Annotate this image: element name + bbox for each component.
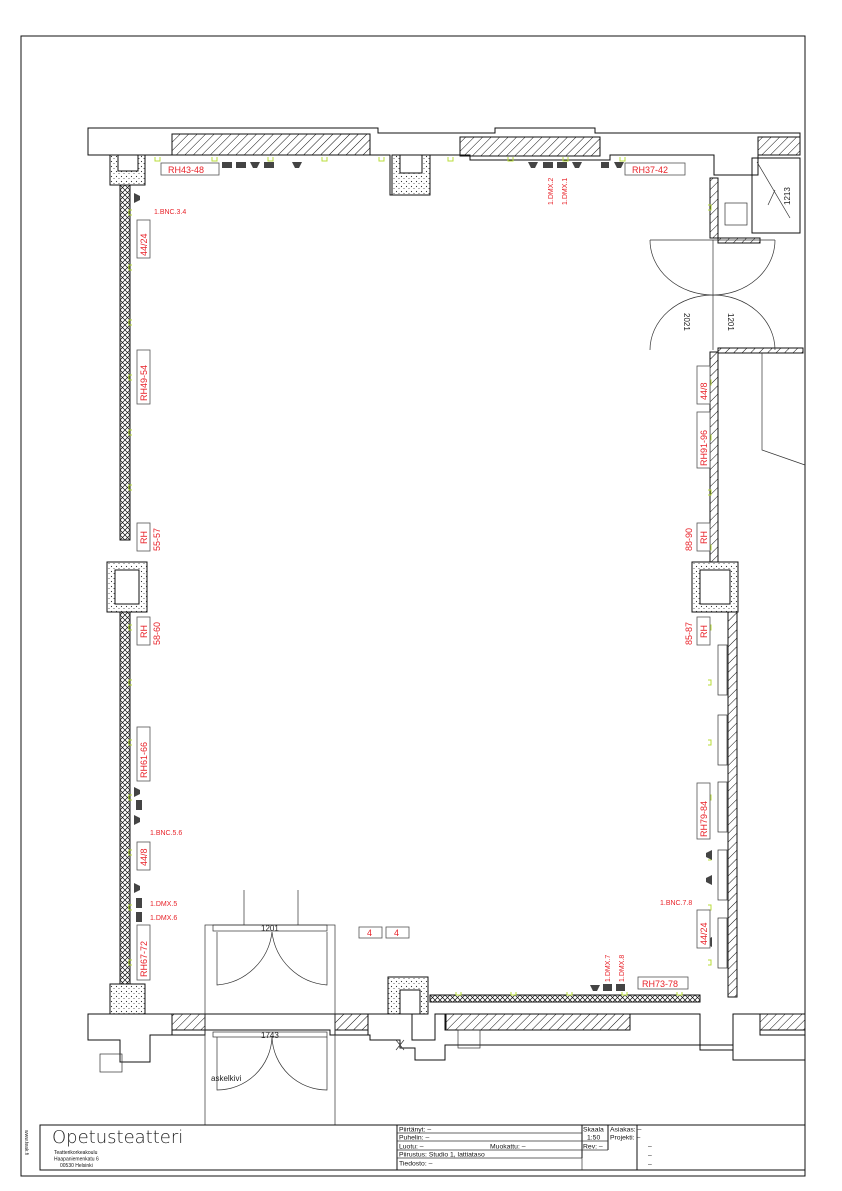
label-bnc78: 1.BNC.7.8 xyxy=(660,900,692,907)
scale-value: 1:50 xyxy=(587,1135,600,1142)
company-name: Opetusteatteri xyxy=(52,1127,183,1148)
label-rh43-48: RH43-48 xyxy=(168,165,204,175)
label-44-24-left: 44/24 xyxy=(139,233,149,256)
rigging-points xyxy=(128,157,712,996)
dim-2021: 2021 xyxy=(682,313,691,331)
rev: Rev: – xyxy=(583,1144,603,1151)
label-rh88-b: 88-90 xyxy=(684,528,694,551)
phone: Puhelin: – xyxy=(399,1135,429,1142)
label-44-8-right: 44/8 xyxy=(699,382,709,400)
label-rh91-96: RH91-96 xyxy=(699,430,709,466)
label-dmx6: 1.DMX.6 xyxy=(150,915,177,922)
label-rh88-a: RH xyxy=(699,531,709,544)
org-name: Teatterikorkeakoulu xyxy=(54,1150,98,1156)
created: Luotu: – xyxy=(399,1144,424,1151)
label-rh58-a: RH xyxy=(139,625,149,638)
drawing-name: Piirustus: Studio 1, lattiataso xyxy=(399,1152,485,1159)
label-rh55-a: RH xyxy=(139,531,149,544)
label-bnc56: 1.BNC.5.6 xyxy=(150,830,182,837)
drawn-by: Piirtänyt: – xyxy=(399,1127,431,1134)
label-dmx2: 1.DMX.2 xyxy=(548,178,555,205)
label-rh37-42: RH37-42 xyxy=(632,165,668,175)
dim-1743: 1743 xyxy=(261,1031,279,1040)
label-dmx8: 1.DMX.8 xyxy=(619,955,626,982)
sheet-border xyxy=(20,35,806,1177)
top-wall xyxy=(87,127,801,196)
dash-2: – xyxy=(648,1153,652,1160)
dim-1201: 1201 xyxy=(261,924,279,933)
label-rh67-72: RH67-72 xyxy=(139,941,149,977)
bottom-wall xyxy=(87,890,806,1126)
label-44-8-left: 44/8 xyxy=(139,848,149,866)
label-dmx7: 1.DMX.7 xyxy=(605,955,612,982)
dash-3: – xyxy=(648,1161,652,1168)
side-url: www.teak.fi xyxy=(23,1130,29,1155)
dim-1201-right: 1201 xyxy=(726,313,735,331)
box-4-a: 4 xyxy=(367,928,372,938)
lighting-fixtures xyxy=(134,162,712,991)
box-4-b: 4 xyxy=(394,928,399,938)
label-rh58-b: 58-60 xyxy=(152,622,162,645)
label-boxes xyxy=(136,162,711,990)
title-block xyxy=(39,1124,806,1171)
street: Haapaniemenkatu 6 xyxy=(54,1157,99,1163)
label-bnc34: 1.BNC.3.4 xyxy=(154,209,186,216)
scale-label: Skaala xyxy=(583,1127,604,1134)
client: Asiakas: – xyxy=(610,1127,642,1134)
label-askelkivi: askelkivi xyxy=(211,1074,241,1083)
modified: Muokattu: – xyxy=(490,1144,526,1151)
label-rh73-78: RH73-78 xyxy=(642,979,678,989)
label-44-24-right: 44/24 xyxy=(699,922,709,945)
label-dmx1: 1.DMX.1 xyxy=(562,178,569,205)
label-rh85-b: 85-87 xyxy=(684,622,694,645)
dim-1213: 1213 xyxy=(783,187,792,205)
dash-1: – xyxy=(648,1144,652,1151)
label-rh85-a: RH xyxy=(699,625,709,638)
label-rh79-84: RH79-84 xyxy=(699,801,709,837)
label-rh61-66: RH61-66 xyxy=(139,742,149,778)
right-wall xyxy=(649,70,806,998)
label-rh49-54: RH49-54 xyxy=(139,365,149,401)
label-rh55-b: 55-57 xyxy=(152,528,162,551)
left-wall xyxy=(106,184,148,1015)
label-dmx5: 1.DMX.5 xyxy=(150,901,177,908)
project: Projekti: – xyxy=(610,1135,640,1142)
city: 00530 Helsinki xyxy=(60,1163,93,1169)
file: Tiedosto: – xyxy=(399,1161,433,1168)
